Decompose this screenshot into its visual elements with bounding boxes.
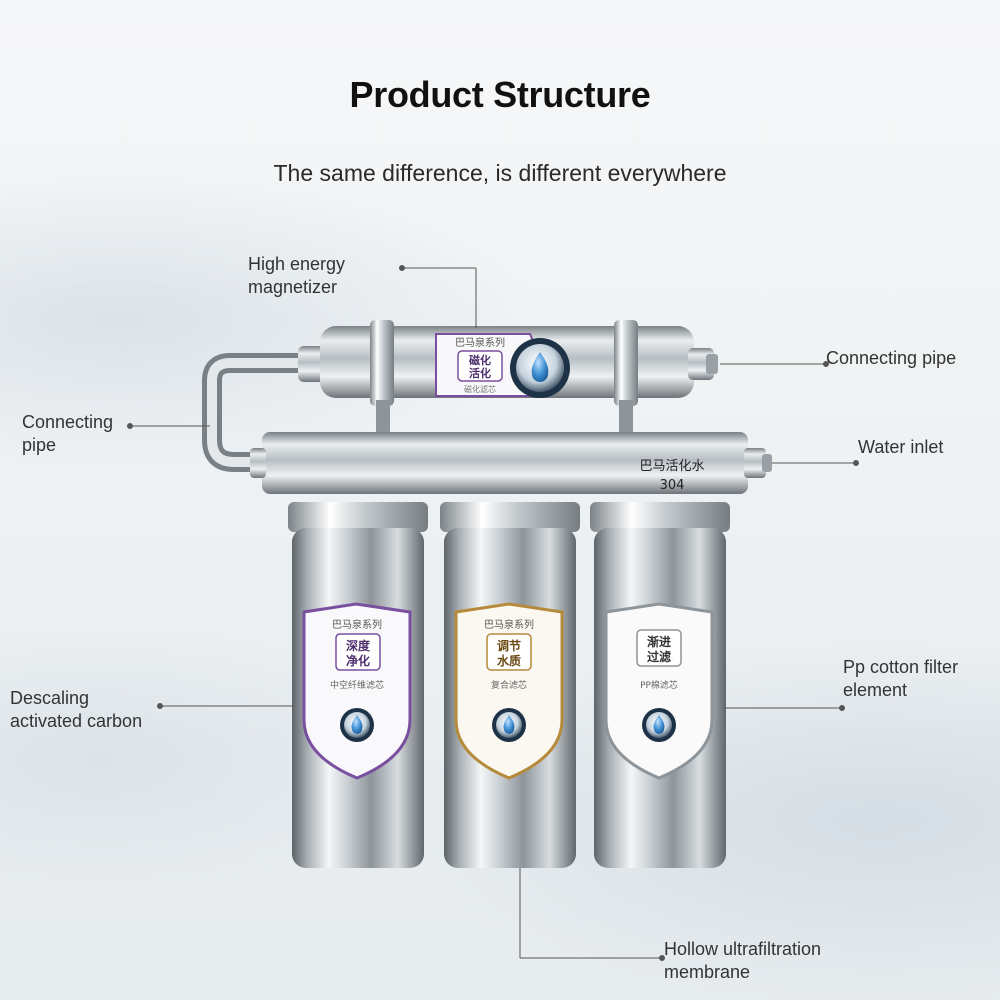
magnetizer-sub-text: 磁化滤芯 bbox=[464, 384, 496, 394]
header-brand-text: 巴马活化水 bbox=[639, 459, 704, 474]
callout-lines bbox=[127, 265, 859, 961]
filter-cylinder-2: 巴马泉系列 调节 水质 复合滤芯 bbox=[440, 502, 580, 868]
page-title: Product Structure bbox=[349, 74, 651, 115]
label-line: pipe bbox=[22, 435, 57, 455]
label-pp-cotton-filter: Pp cotton filter element bbox=[843, 656, 958, 702]
water-drop-icon bbox=[351, 715, 363, 734]
label-line: element bbox=[843, 680, 908, 700]
water-drop-icon bbox=[503, 715, 515, 734]
label-high-energy-magnetizer: High energy magnetizer bbox=[248, 253, 345, 299]
filter2-sub-text: 复合滤芯 bbox=[491, 679, 527, 691]
filter1-badge-line2: 净化 bbox=[346, 653, 370, 668]
label-line: Connecting bbox=[22, 412, 114, 432]
filter3-badge-line1: 渐进 bbox=[647, 634, 671, 649]
label-hollow-ultrafiltration: Hollow ultrafiltration membrane bbox=[664, 938, 821, 984]
filter3-sub-text: PP棉滤芯 bbox=[640, 679, 678, 691]
magnetizer-series-text: 巴马泉系列 bbox=[455, 336, 505, 349]
label-descaling-activated-carbon: Descaling activated carbon bbox=[10, 687, 142, 733]
header-grade-text: 304 bbox=[660, 478, 685, 493]
filter-cylinder-3: 渐进 过滤 PP棉滤芯 bbox=[590, 502, 730, 868]
label-line: Descaling bbox=[10, 688, 90, 708]
filter1-badge-line1: 深度 bbox=[346, 638, 371, 653]
page-subtitle: The same difference, is different everyw… bbox=[273, 160, 727, 186]
label-connecting-pipe-left: Connecting pipe bbox=[22, 411, 113, 457]
left-connecting-pipe bbox=[202, 353, 328, 472]
label-line: activated carbon bbox=[10, 711, 143, 731]
label-line: High energy bbox=[248, 254, 346, 274]
magnetizer-badge-line2: 活化 bbox=[469, 366, 491, 380]
magnetizer-badge-line1: 磁化 bbox=[469, 353, 491, 367]
filter-cylinder-1: 巴马泉系列 深度 净化 中空纤维滤芯 bbox=[288, 502, 428, 868]
label-line: Water inlet bbox=[858, 437, 944, 457]
label-water-inlet: Water inlet bbox=[858, 436, 943, 459]
header-manifold: 巴马活化水 304 bbox=[250, 432, 772, 494]
label-connecting-pipe-right: Connecting pipe bbox=[826, 347, 956, 370]
label-line: membrane bbox=[664, 962, 751, 982]
filter2-badge-line2: 水质 bbox=[497, 653, 521, 668]
label-line: Hollow ultrafiltration bbox=[664, 939, 822, 959]
filter2-series-text: 巴马泉系列 bbox=[484, 618, 534, 631]
label-line: Connecting pipe bbox=[826, 348, 957, 368]
filter1-series-text: 巴马泉系列 bbox=[332, 618, 382, 631]
water-drop-icon bbox=[653, 715, 665, 734]
filter2-badge-line1: 调节 bbox=[497, 638, 521, 653]
label-line: Pp cotton filter bbox=[843, 657, 959, 677]
filter1-sub-text: 中空纤维滤芯 bbox=[330, 679, 384, 691]
filter3-badge-line2: 过滤 bbox=[647, 649, 671, 664]
magnetizer-cylinder: 巴马泉系列 磁化 活化 磁化滤芯 bbox=[298, 320, 718, 436]
label-line: magnetizer bbox=[248, 277, 338, 297]
water-drop-icon bbox=[531, 352, 549, 382]
